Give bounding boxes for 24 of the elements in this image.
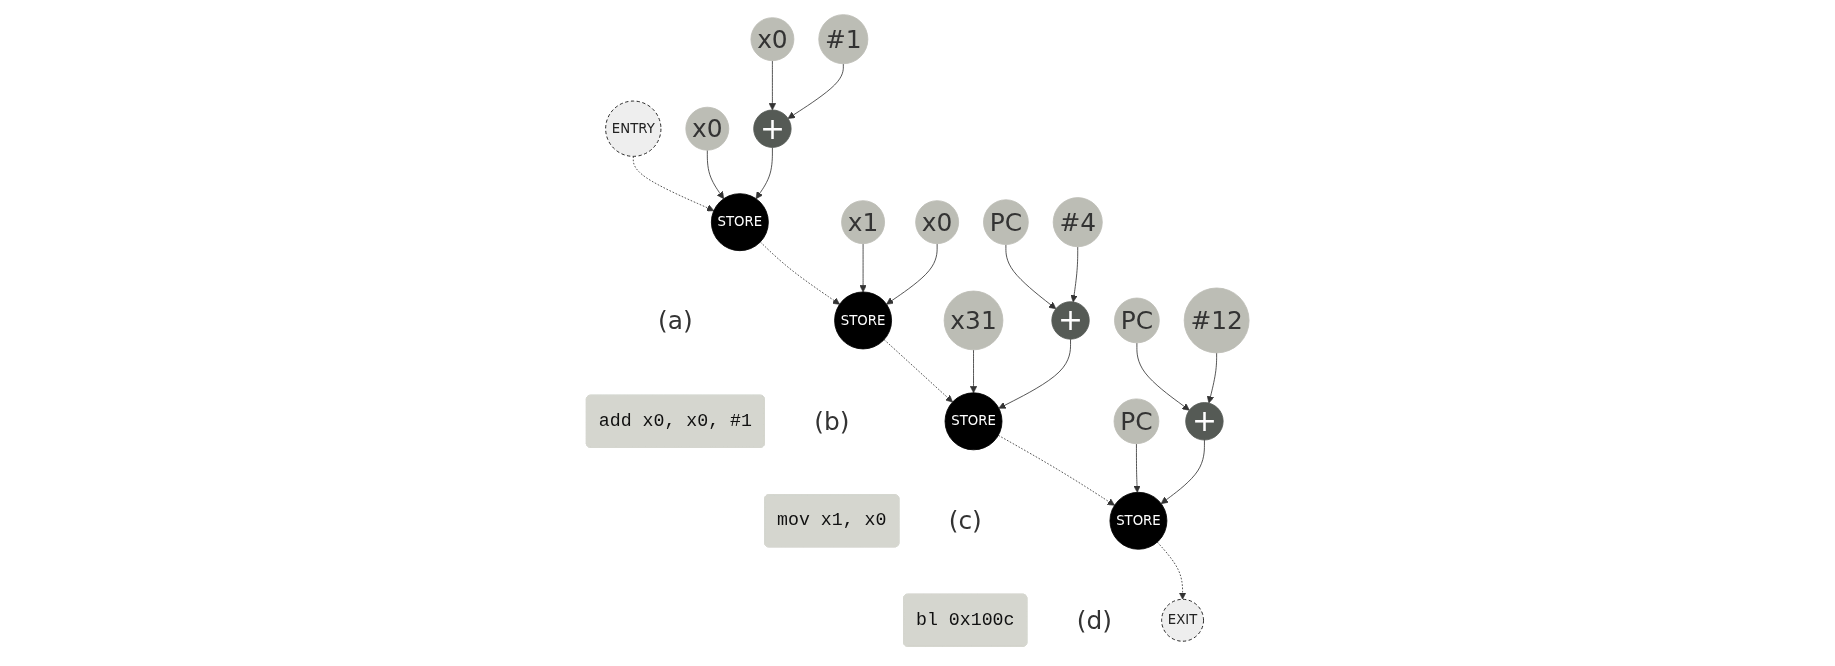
node-circle: EXIT (1160, 598, 1204, 642)
node-circle: STORE (1109, 491, 1168, 550)
node-circle: ENTRY (605, 100, 662, 157)
node-label: (b) (813, 406, 850, 436)
node-circle: #4 (1052, 197, 1103, 248)
node-circle: PC (1113, 297, 1160, 344)
node-circle: + (1051, 301, 1090, 340)
node-circle: #1 (818, 14, 869, 65)
node-circle: x0 (915, 200, 959, 245)
node-label: (d) (1076, 605, 1112, 635)
node-circle: x31 (943, 290, 1004, 351)
node-label: (a) (657, 305, 693, 335)
node-label: (c) (948, 506, 982, 536)
node-circle: + (753, 109, 792, 148)
node-circle: x0 (750, 17, 795, 62)
node-circle: STORE (710, 193, 769, 252)
node-circle: PC (982, 199, 1029, 245)
node-circle: PC (1113, 398, 1160, 445)
node-circle: + (1185, 402, 1224, 441)
node-circle: STORE (944, 392, 1003, 451)
node-circle: x0 (685, 106, 729, 151)
node-circle: x1 (840, 200, 885, 245)
node-circle: STORE (833, 291, 892, 350)
node-circle: #12 (1183, 287, 1250, 354)
